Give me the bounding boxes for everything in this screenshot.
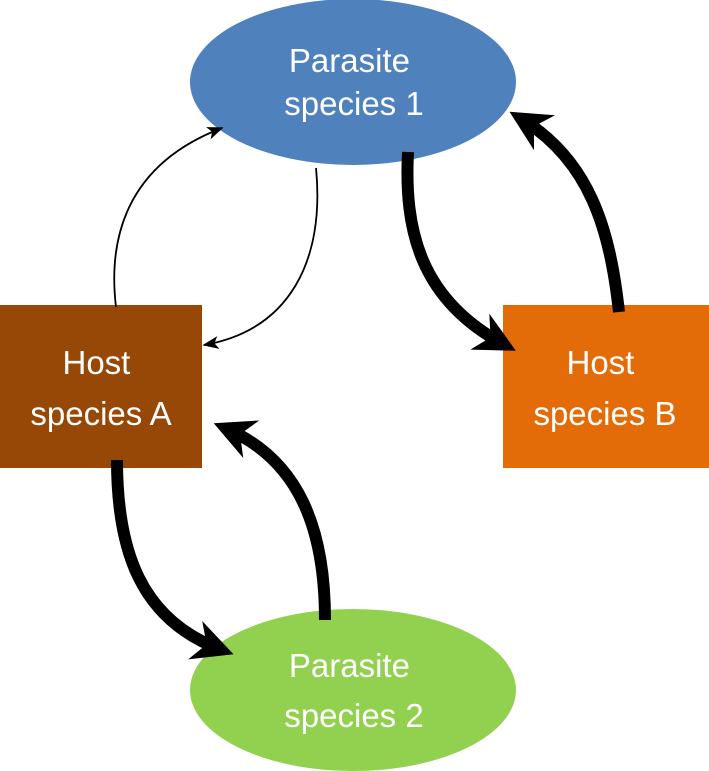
host-species-b-label: Host species B bbox=[533, 344, 676, 432]
host-species-b-line1: Host bbox=[566, 344, 634, 381]
arrow-parasite-1-to-host-b bbox=[401, 151, 516, 351]
arrow-parasite-1-to-host-a bbox=[202, 167, 319, 349]
host-species-a-node bbox=[0, 305, 202, 468]
parasite-species-1-node bbox=[190, 0, 516, 165]
host-species-b-node bbox=[503, 305, 709, 468]
arrow-host-a-to-parasite-2 bbox=[111, 459, 234, 660]
host-species-a-label: Host species A bbox=[30, 344, 171, 432]
arrow-host-a-to-parasite-1 bbox=[113, 127, 224, 308]
host-species-b-line2: species B bbox=[533, 395, 676, 432]
parasite-species-2-line2: species 2 bbox=[284, 697, 423, 734]
arrow-host-b-to-parasite-1 bbox=[509, 111, 625, 313]
arrow-parasite-2-to-host-a bbox=[213, 420, 331, 621]
parasite-species-2-line1: Parasite bbox=[289, 647, 410, 684]
parasite-species-1-label: Parasite species 1 bbox=[284, 42, 423, 122]
parasite-species-1-line2: species 1 bbox=[284, 85, 423, 122]
parasite-species-2-label: Parasite species 2 bbox=[284, 647, 423, 734]
host-species-a-line1: Host bbox=[62, 344, 130, 381]
parasite-species-1-line1: Parasite bbox=[289, 42, 410, 79]
parasite-species-2-node bbox=[190, 609, 516, 771]
host-species-a-line2: species A bbox=[30, 395, 171, 432]
